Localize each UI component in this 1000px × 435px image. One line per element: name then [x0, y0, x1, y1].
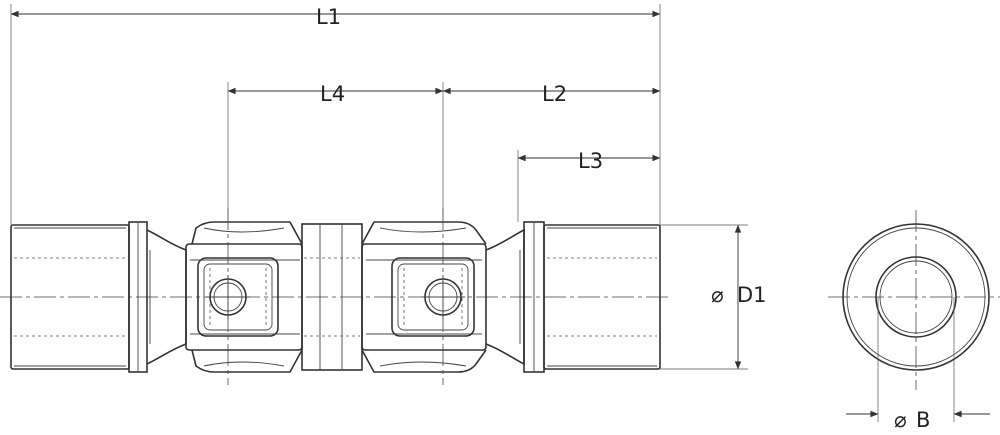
- dimension-lines: L1 L4 L2 L3 ⌀ D1: [10, 4, 767, 370]
- svg-text:B: B: [916, 408, 930, 432]
- center-spacing-label: L4: [320, 82, 345, 106]
- end-view-bore-circle: [875, 256, 957, 338]
- center-to-end-label: L2: [542, 82, 567, 106]
- bore-diameter-label: ⌀ B: [894, 408, 930, 432]
- right-hub: [485, 221, 661, 373]
- overall-length-label: L1: [316, 5, 341, 29]
- end-view: ⌀ B: [828, 210, 1000, 432]
- right-yoke: [361, 221, 487, 373]
- outer-diameter-label: ⌀ D1: [711, 283, 767, 307]
- svg-text:D1: D1: [737, 283, 767, 307]
- diameter-symbol-icon: ⌀: [711, 283, 724, 307]
- end-view-outer-circle: [842, 223, 990, 371]
- diameter-symbol-icon: ⌀: [894, 408, 907, 432]
- bore-depth-label: L3: [578, 149, 603, 173]
- side-view: [0, 208, 668, 385]
